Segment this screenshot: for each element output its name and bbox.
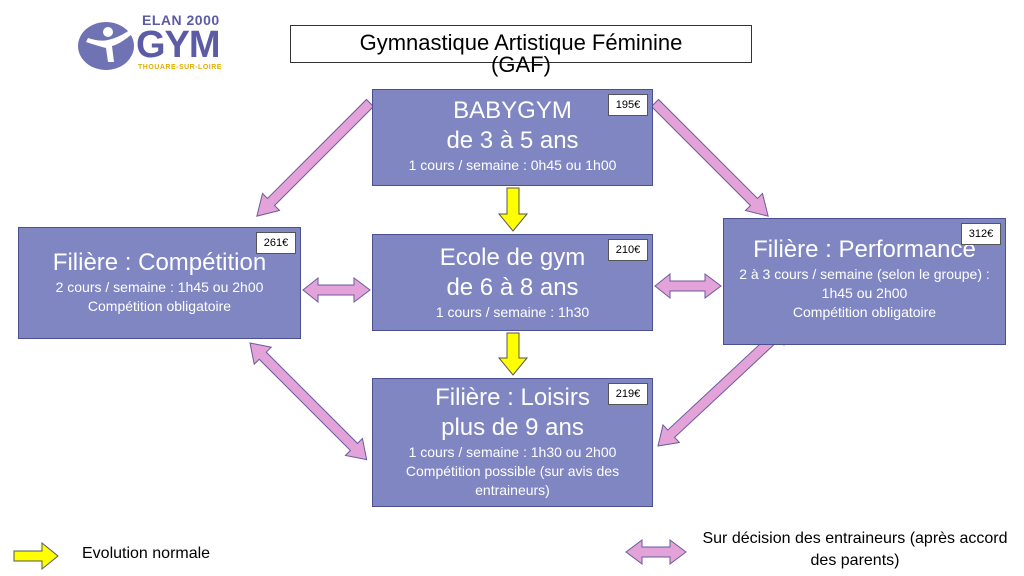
price-loisirs: 219€ (608, 383, 648, 405)
title-line1: Gymnastique Artistique Féminine (359, 30, 683, 55)
logo-town: THOUARE-SUR-LOIRE (138, 64, 222, 71)
arrow-babygym-to-competition (256, 98, 375, 217)
loisirs-title: Filière : Loisirs (435, 384, 590, 411)
logo-gym: GYM (136, 24, 221, 66)
competition-detail1: 2 cours / semaine : 1h45 ou 2h00 (55, 279, 264, 295)
performance-title: Filière : Performance (753, 236, 976, 263)
club-logo: ELAN 2000 GYM THOUARE-SUR-LOIRE (78, 10, 228, 74)
box-ecole: 210€ Ecole de gym de 6 à 8 ans 1 cours /… (372, 234, 653, 331)
competition-detail2: Compétition obligatoire (87, 298, 232, 314)
price-babygym: 195€ (608, 94, 648, 116)
legend-pink-arrow (625, 539, 687, 565)
arrow-babygym-to-performance (650, 98, 769, 217)
performance-detail1: 2 à 3 cours / semaine (selon le groupe) … (739, 266, 990, 301)
loisirs-detail1: 1 cours / semaine : 1h30 ou 2h00 (408, 444, 617, 460)
legend-normal: Evolution normale (82, 545, 211, 562)
babygym-detail: 1 cours / semaine : 0h45 ou 1h00 (408, 157, 617, 173)
legend-yellow-arrow (13, 541, 59, 571)
price-competition: 261€ (256, 232, 296, 254)
babygym-title: BABYGYM (453, 97, 572, 124)
competition-title: Filière : Compétition (52, 249, 267, 276)
arrow-ecole-to-loisirs (497, 332, 529, 376)
arrow-competition-ecole (302, 276, 371, 304)
box-competition: 261€ Filière : Compétition 2 cours / sem… (18, 227, 301, 339)
box-loisirs: 219€ Filière : Loisirs plus de 9 ans 1 c… (372, 378, 653, 507)
loisirs-detail2: Compétition possible (sur avis des entra… (405, 463, 620, 498)
arrow-competition-loisirs (249, 342, 368, 461)
ecole-detail: 1 cours / semaine : 1h30 (435, 304, 590, 320)
legend-decision: Sur décision des entraineurs (après acco… (702, 530, 1008, 569)
ecole-title: Ecole de gym (439, 244, 586, 271)
price-ecole: 210€ (608, 239, 648, 261)
logo-elan: ELAN 2000 (142, 12, 220, 28)
arrow-babygym-to-ecole (497, 187, 529, 232)
ecole-age: de 6 à 8 ans (446, 274, 579, 301)
title-line2: (GAF) (491, 52, 551, 77)
babygym-age: de 3 à 5 ans (446, 127, 579, 154)
box-performance: 312€ Filière : Performance 2 à 3 cours /… (723, 218, 1006, 345)
page-title: Gymnastique Artistique Féminine (GAF) (290, 25, 752, 76)
price-performance: 312€ (961, 223, 1001, 245)
box-babygym: 195€ BABYGYM de 3 à 5 ans 1 cours / sema… (372, 89, 653, 186)
arrow-ecole-performance (654, 272, 722, 300)
gymnast-icon (78, 22, 134, 70)
performance-detail2: Compétition obligatoire (792, 304, 937, 320)
loisirs-age: plus de 9 ans (441, 414, 584, 441)
